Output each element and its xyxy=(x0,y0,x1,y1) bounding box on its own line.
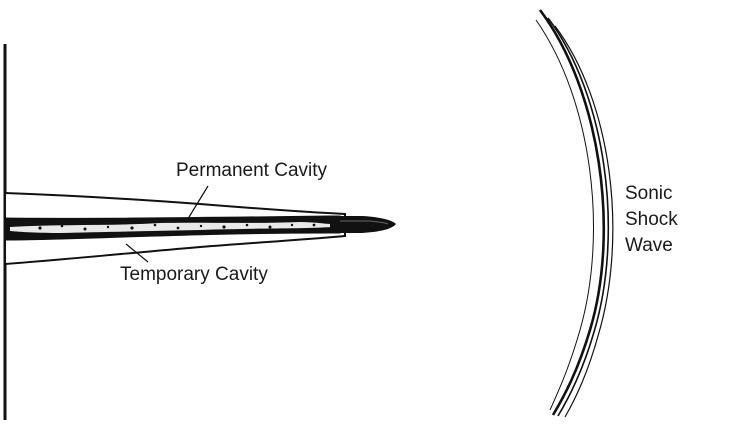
sonic-shock-wave-label-line3: Wave xyxy=(625,233,678,259)
sonic-shock-wave-label-line2: Shock xyxy=(625,207,678,233)
bullet xyxy=(330,216,396,233)
permanent-cavity-label: Permanent Cavity xyxy=(176,159,327,183)
temporary-cavity-label: Temporary Cavity xyxy=(120,263,268,287)
sonic-shock-wave-label-line1: Sonic xyxy=(625,181,678,207)
sonic-shock-wave-label: Sonic Shock Wave xyxy=(625,181,678,259)
sonic-shock-wave xyxy=(536,10,613,417)
